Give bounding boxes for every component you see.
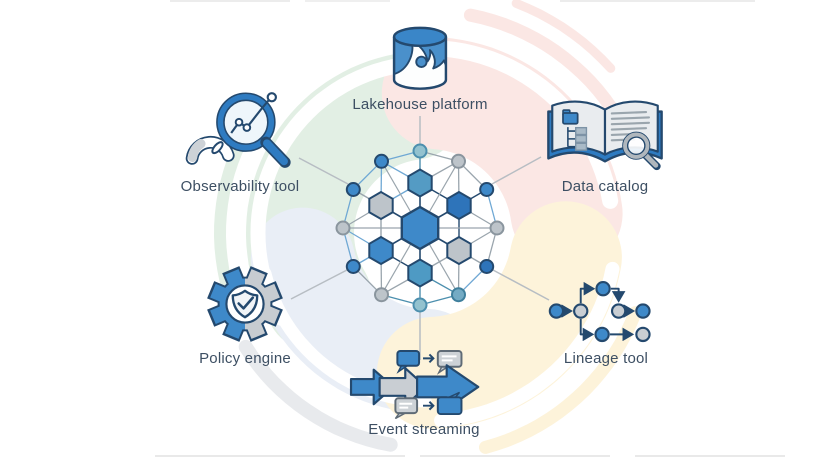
open-book-magnifier-icon	[547, 100, 663, 171]
node-label: Observability tool	[180, 178, 300, 195]
gear-shield-check-icon	[207, 266, 283, 342]
node-lakehouse-platform: Lakehouse platform	[320, 24, 520, 113]
node-label: Lakehouse platform	[352, 96, 488, 113]
node-label: Lineage tool	[563, 350, 649, 367]
magnifier-chart-gauge-icon	[185, 92, 291, 168]
flow-graph-nodes-icon	[548, 281, 651, 343]
stream-arrows-messages-icon	[349, 349, 480, 419]
node-lineage-tool: Lineage tool	[506, 278, 706, 367]
node-label: Policy engine	[199, 350, 291, 367]
node-policy-engine: Policy engine	[145, 258, 345, 367]
node-data-catalog: Data catalog	[505, 92, 705, 195]
node-label: Event streaming	[368, 421, 480, 438]
node-label: Data catalog	[561, 178, 649, 195]
node-observability-tool: Observability tool	[140, 86, 340, 195]
node-event-streaming: Event streaming	[324, 348, 524, 438]
database-wave-icon	[392, 26, 448, 90]
gauge-icon	[185, 135, 235, 165]
